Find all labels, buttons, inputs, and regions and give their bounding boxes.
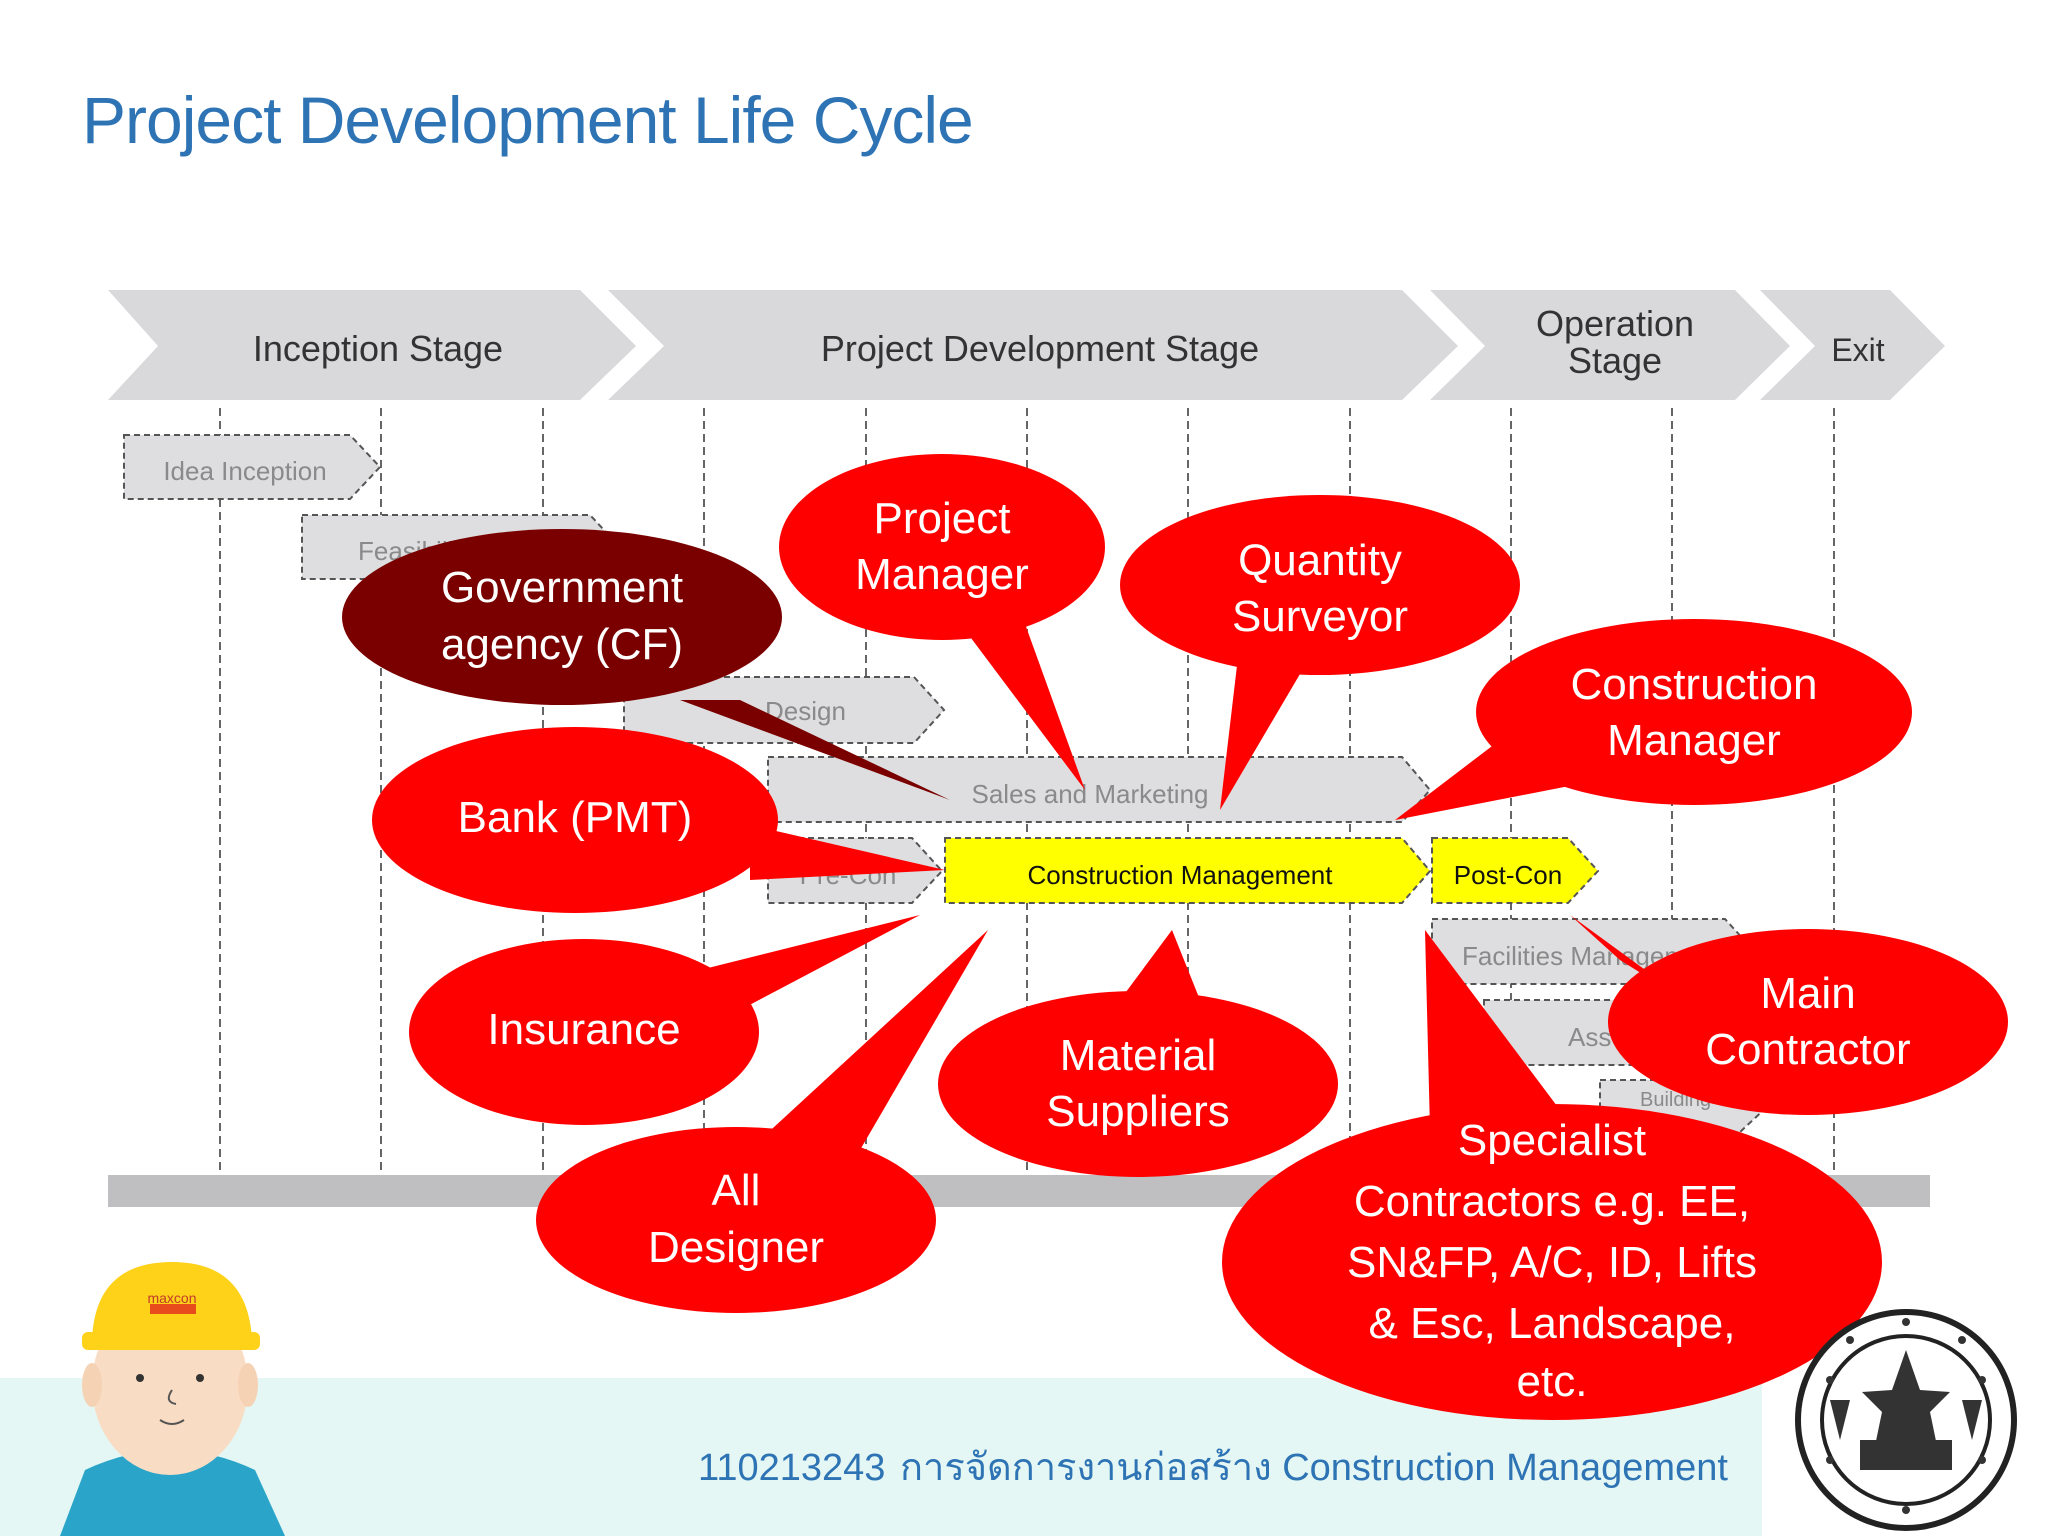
callout-insurance-line-1: Insurance xyxy=(487,1005,680,1054)
callout-main-contractor-line-1: Main xyxy=(1760,969,1855,1018)
activity-post-con xyxy=(1431,837,1600,904)
callout-specialist-line-4: & Esc, Landscape, xyxy=(1369,1299,1736,1348)
callout-insurance: Insurance xyxy=(409,915,920,1125)
stage-operation-label: Operation xyxy=(1536,303,1694,344)
activity-construction-management xyxy=(944,837,1432,904)
callout-project-manager-line-1: Project xyxy=(874,494,1011,543)
callout-all-designer-line-1: All xyxy=(712,1166,761,1215)
activity-construction-management-label: Construction Management xyxy=(1028,860,1334,890)
activity-idea-inception-label: Idea Inception xyxy=(163,456,326,486)
callout-specialist-line-3: SN&FP, A/C, ID, Lifts xyxy=(1347,1238,1757,1287)
activity-sales-marketing-label: Sales and Marketing xyxy=(971,779,1208,809)
stage-chevrons: Inception Stage Project Development Stag… xyxy=(108,290,1945,400)
footer-course-name: การจัดการงานก่อสร้าง Construction Manage… xyxy=(900,1447,1728,1489)
page-title: Project Development Life Cycle xyxy=(82,83,974,157)
callout-specialist-line-2: Contractors e.g. EE, xyxy=(1354,1177,1750,1226)
callout-project-manager: Project Manager xyxy=(779,454,1105,790)
callout-quantity-surveyor: Quantity Surveyor xyxy=(1120,495,1520,810)
stage-development-label: Project Development Stage xyxy=(821,328,1259,369)
stage-exit-shape xyxy=(1760,290,1945,400)
callout-specialist-line-1: Specialist xyxy=(1458,1116,1646,1165)
footer-course-code: 110213243 xyxy=(698,1447,885,1489)
stage-operation-label-2: Stage xyxy=(1568,340,1662,381)
callout-specialist-contractors: Specialist Contractors e.g. EE, SN&FP, A… xyxy=(1222,930,1882,1420)
callout-government-line-1: Government xyxy=(441,563,683,612)
callout-quantity-surveyor-line-2: Surveyor xyxy=(1232,592,1408,641)
helmet-logo-text: maxcon xyxy=(147,1290,196,1306)
callout-all-designer-line-2: Designer xyxy=(648,1223,824,1272)
callout-material-suppliers: Material Suppliers xyxy=(938,930,1338,1177)
callout-main-contractor-line-2: Contractor xyxy=(1705,1025,1910,1074)
stage-inception-label: Inception Stage xyxy=(253,328,503,369)
callout-specialist-line-5: etc. xyxy=(1517,1357,1588,1406)
callout-construction-manager: Construction Manager xyxy=(1395,619,1912,820)
hard-hat-mascot-icon: maxcon xyxy=(60,1262,285,1536)
university-seal-icon xyxy=(1795,1309,2017,1531)
callout-bank: Bank (PMT) xyxy=(372,727,945,913)
activity-post-con-label: Post-Con xyxy=(1454,860,1562,890)
callout-construction-manager-line-1: Construction xyxy=(1570,660,1817,709)
callout-project-manager-line-2: Manager xyxy=(855,550,1029,599)
callout-bank-line-1: Bank (PMT) xyxy=(458,793,693,842)
activity-idea-inception xyxy=(123,434,382,500)
callout-government-line-2: agency (CF) xyxy=(441,620,683,669)
callout-material-suppliers-line-1: Material xyxy=(1060,1031,1217,1080)
stage-inception-shape xyxy=(108,290,636,400)
callout-material-suppliers-line-2: Suppliers xyxy=(1046,1087,1229,1136)
stage-development-shape xyxy=(608,290,1458,400)
callout-all-designer: All Designer xyxy=(536,930,988,1313)
callout-main-contractor: Main Contractor xyxy=(1570,915,2008,1115)
stage-operation-shape xyxy=(1430,290,1790,400)
callout-quantity-surveyor-line-1: Quantity xyxy=(1238,536,1402,585)
stage-exit-label: Exit xyxy=(1831,332,1884,368)
callout-government-agency: Government agency (CF) xyxy=(342,529,950,800)
callout-construction-manager-line-2: Manager xyxy=(1607,716,1781,765)
